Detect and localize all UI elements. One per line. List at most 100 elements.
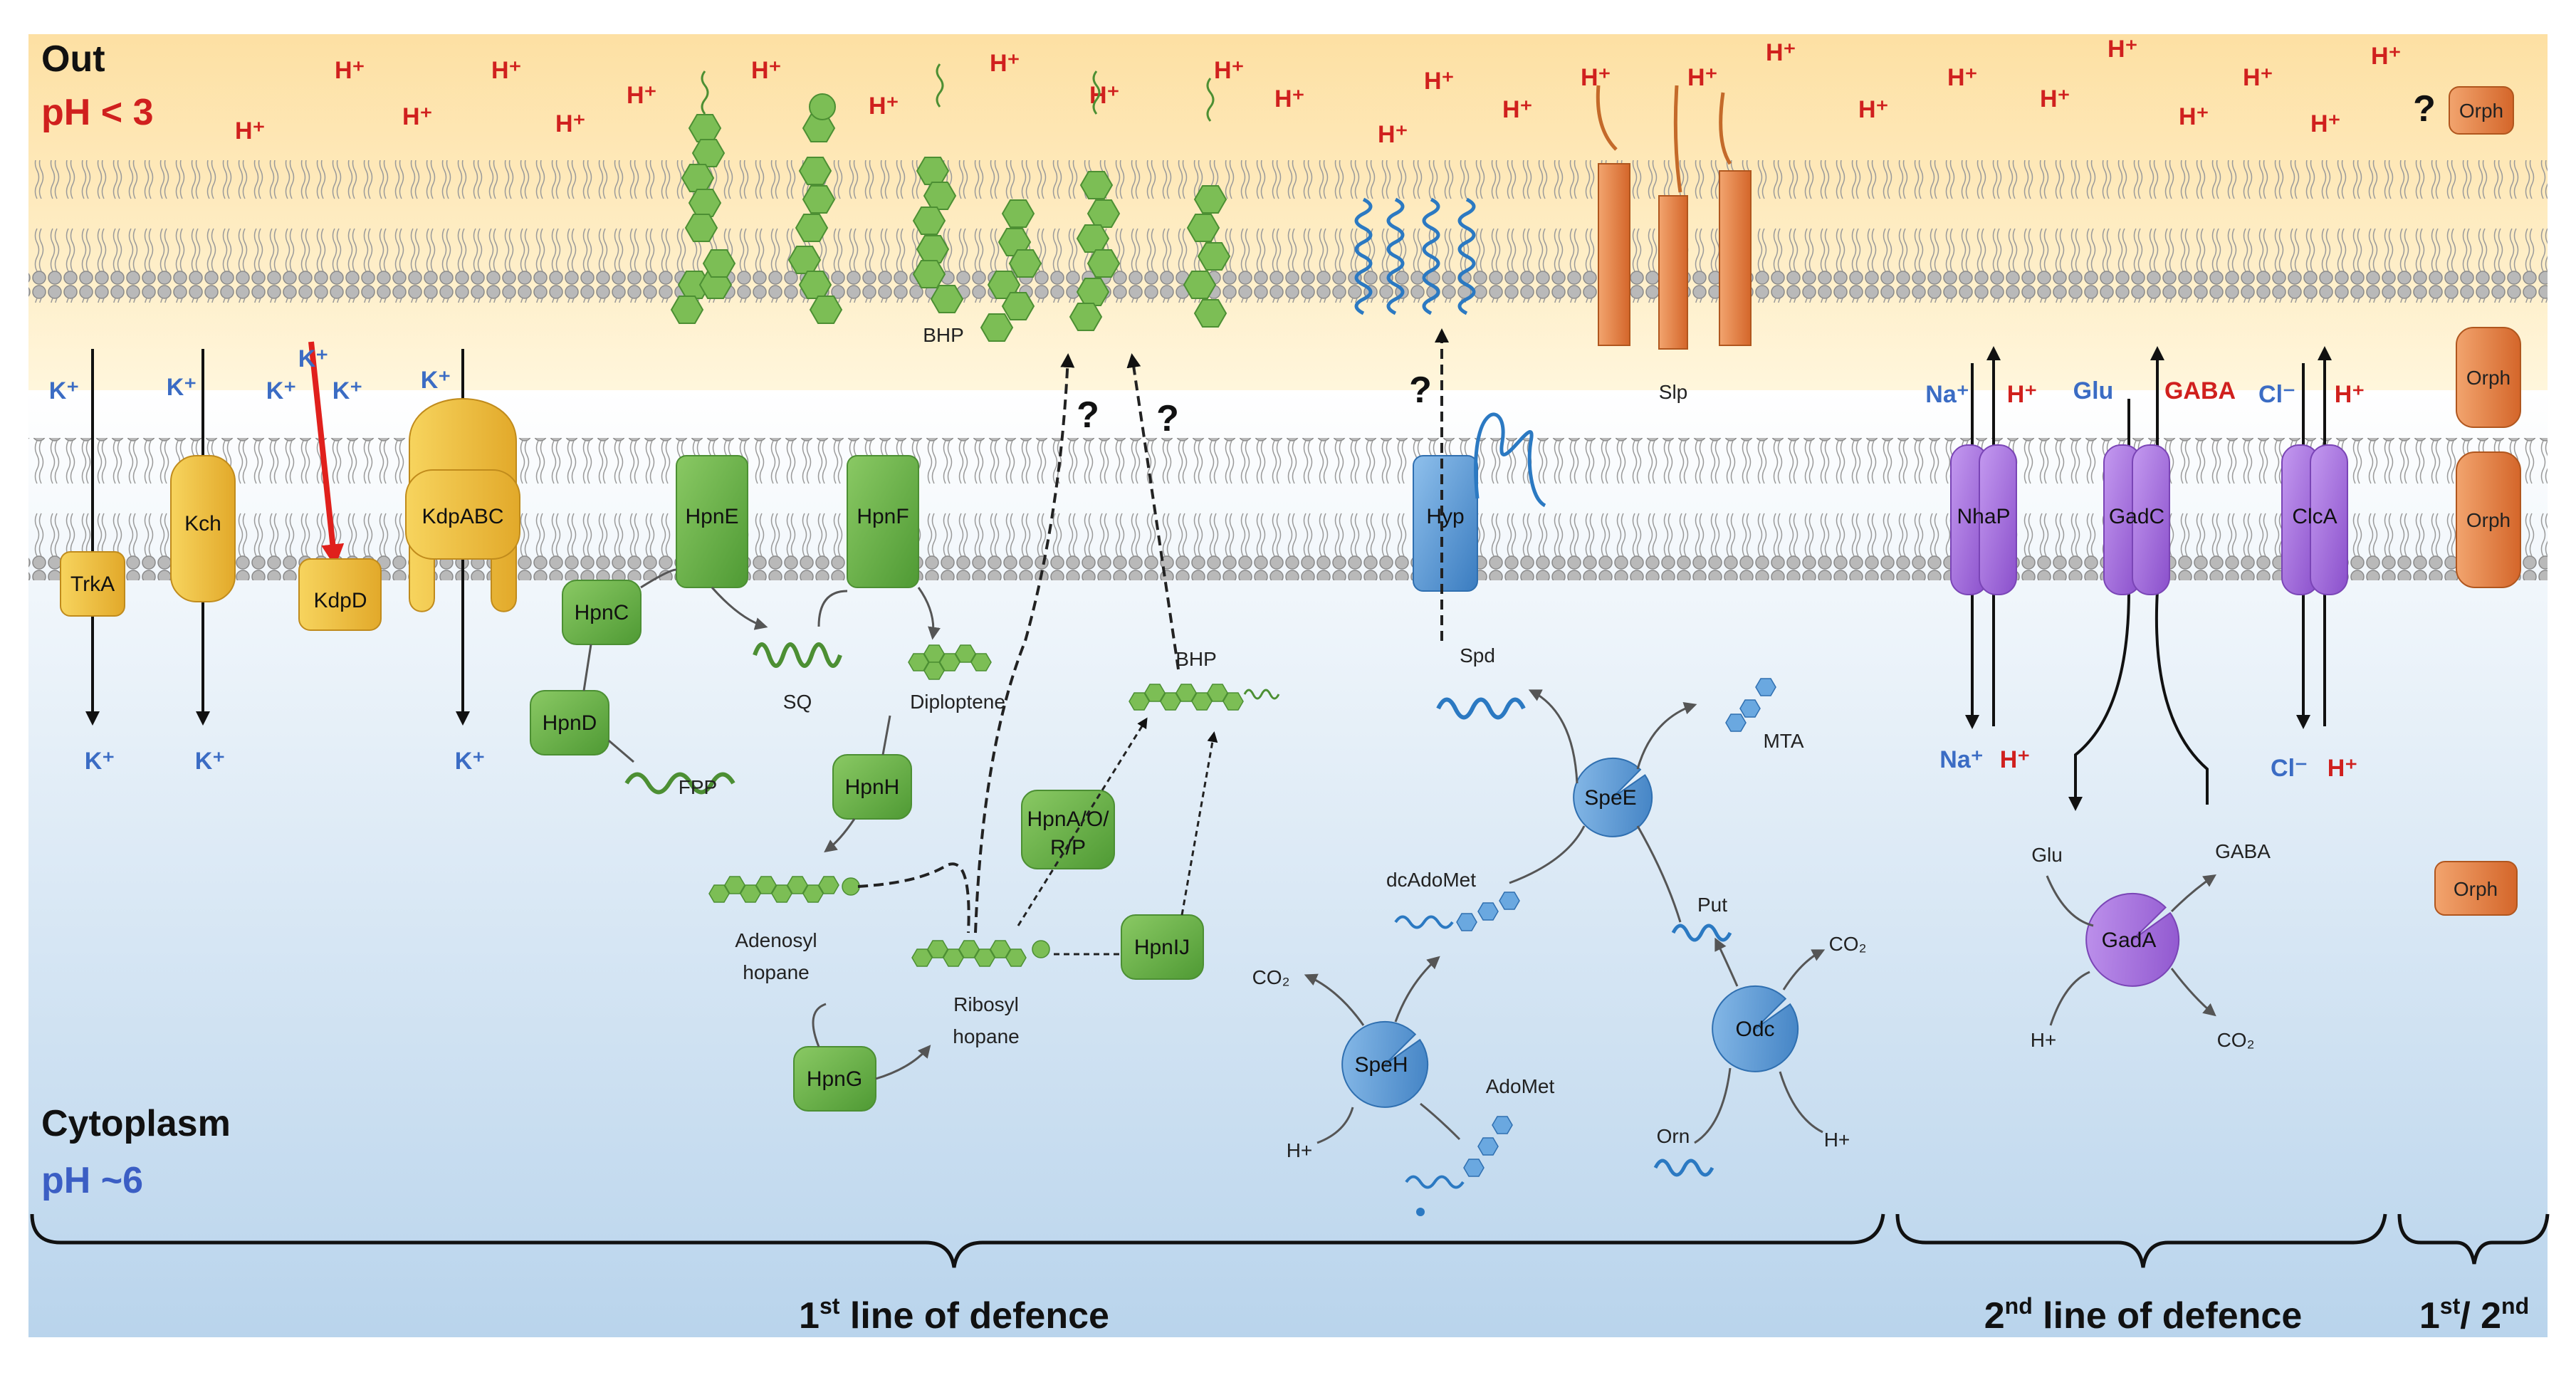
- proton-outside: H⁺: [402, 103, 433, 130]
- kdpd-label: KdpD: [313, 589, 367, 612]
- bhp-outer-membrane: [671, 63, 1230, 342]
- speh-label: SpeH: [1354, 1053, 1408, 1077]
- proton-outside: H⁺: [2108, 36, 2138, 63]
- proton-outside: H⁺: [1766, 39, 1796, 66]
- proton-outside: H⁺: [990, 50, 1020, 77]
- h-ion-nhap-top: H⁺: [2007, 381, 2038, 408]
- hpnc-protein: [562, 580, 642, 645]
- diploptene-label: Diploptene: [910, 691, 1005, 713]
- adomet-molecule: [1405, 1116, 1513, 1216]
- hpnh-protein: [832, 754, 912, 820]
- k-ion-kdpabc-bottom: K⁺: [455, 748, 486, 775]
- h-ion-nhap-bottom: H⁺: [2000, 746, 2031, 773]
- proton-outside: H⁺: [1214, 57, 1245, 84]
- hpng-label: HpnG: [807, 1067, 862, 1091]
- odc-enzyme: [1712, 985, 1799, 1072]
- orph-cytoplasm: [2434, 861, 2518, 916]
- out-title: Out: [41, 38, 105, 80]
- proton-outside: H⁺: [555, 110, 586, 137]
- dcadomet-molecule: [1394, 892, 1520, 931]
- hyp-protein: [1413, 455, 1478, 592]
- trka-protein: [60, 551, 125, 617]
- put-label: Put: [1697, 894, 1727, 916]
- gadc-label: GadC: [2109, 505, 2164, 528]
- out-ph: pH < 3: [41, 92, 154, 133]
- both-lines-defence-label: 1st/ 2nd: [2419, 1293, 2529, 1337]
- sq-molecule: [753, 642, 842, 668]
- unknown-mark-bhp-2: ?: [1156, 398, 1179, 439]
- defence-braces: [30, 1213, 2550, 1268]
- odc-hplus-label: H+: [1824, 1129, 1850, 1151]
- potassium-transport: TrkA K⁺ K⁺ Kch K⁺ K⁺ KdpD K⁺ K⁺ K⁺ KdpAB…: [49, 341, 520, 775]
- hpnf-label: HpnF: [857, 505, 909, 528]
- orph-outside: [2449, 86, 2514, 135]
- k-ion-kdpd-top: K⁺: [298, 345, 329, 372]
- hpnc-label: HpnC: [575, 601, 629, 624]
- k-ion-kdpd-right: K⁺: [333, 377, 363, 404]
- speh-co2-label: CO₂: [1252, 966, 1290, 988]
- orph-cytoplasm-label: Orph: [2454, 878, 2498, 900]
- proton-outside: H⁺: [235, 117, 266, 145]
- hpnf-protein: [847, 455, 919, 588]
- hyp-label: Hyp: [1426, 505, 1464, 528]
- k-ion-trka-top: K⁺: [49, 377, 80, 404]
- orph-membrane: [2456, 451, 2521, 588]
- trka-label: TrkA: [70, 573, 115, 596]
- hpnaorp-label-2: R/P: [1050, 836, 1086, 859]
- outer-membrane: [28, 160, 2548, 303]
- slp-label: Slp: [1659, 381, 1687, 403]
- gada-co2-label: CO₂: [2217, 1029, 2255, 1051]
- orph-outside-label: Orph: [2459, 100, 2503, 122]
- ribosyl-hopane-molecule: [911, 940, 1050, 967]
- gaba-ion-top: GABA: [2164, 377, 2236, 404]
- speh-enzyme: [1341, 1020, 1429, 1108]
- proton-outside: H⁺: [491, 57, 522, 84]
- cl-ion-top: Cl⁻: [2258, 381, 2295, 408]
- antiporters: NhaP Na⁺ H⁺ Na⁺ H⁺ GadC Glu GABA ClcA Cl…: [1925, 346, 2365, 1051]
- proton-outside: H⁺: [1274, 85, 1305, 113]
- cytoplasm-ph: pH ~6: [41, 1160, 143, 1201]
- k-ion-kch-top: K⁺: [167, 374, 197, 401]
- bhp-cytoplasm-label: BHP: [1176, 648, 1217, 670]
- proton-outside: H⁺: [2371, 43, 2402, 70]
- kdpd-protein: [298, 558, 382, 631]
- odc-label: Odc: [1735, 1018, 1774, 1041]
- spd-molecule: [1436, 697, 1526, 720]
- proton-outside: H⁺: [2040, 85, 2070, 113]
- hopanoid-pathway: BHP HpnE HpnF HpnC HpnD FPP SQ Diplopten…: [530, 63, 1280, 1112]
- proton-outside: H⁺: [1687, 64, 1718, 91]
- proton-outside: H⁺: [627, 82, 657, 109]
- h-ion-clca-top: H⁺: [2335, 381, 2365, 408]
- k-ion-kch-bottom: K⁺: [195, 748, 226, 775]
- orph-proteins: ? Orph Orph Orph Orph: [2413, 86, 2521, 916]
- unknown-mark-hyp: ?: [1409, 370, 1432, 411]
- h-ion-clca-bottom: H⁺: [2328, 755, 2358, 782]
- proton-outside: H⁺: [2243, 64, 2273, 91]
- proton-outside: H⁺: [1858, 96, 1889, 123]
- k-ion-trka-bottom: K⁺: [85, 748, 115, 775]
- cytoplasm-title: Cytoplasm: [41, 1103, 231, 1144]
- gada-glu-label: Glu: [2031, 844, 2063, 866]
- gada-hplus-label: H+: [2031, 1029, 2057, 1051]
- glu-ion-top: Glu: [2073, 377, 2114, 404]
- kdpabc-label: KdpABC: [422, 505, 503, 528]
- proton-outside: H⁺: [751, 57, 782, 84]
- orph-periplasm-label: Orph: [2466, 367, 2510, 389]
- proton-outside: H⁺: [1502, 96, 1533, 123]
- proton-outside: H⁺: [869, 93, 899, 120]
- kch-label: Kch: [184, 512, 221, 535]
- gada-gaba-label: GABA: [2215, 840, 2271, 862]
- fpp-molecule: [624, 772, 735, 795]
- na-ion-bottom: Na⁺: [1939, 746, 1983, 773]
- spd-label: Spd: [1460, 644, 1495, 666]
- bhp-cytoplasm-molecule: [1129, 684, 1280, 711]
- nhap-label: NhaP: [1957, 505, 2010, 528]
- unknown-mark-orph: ?: [2413, 88, 2436, 130]
- hpnaorp-protein: [1021, 790, 1115, 869]
- first-line-defence-label: 1st line of defence: [799, 1293, 1109, 1337]
- proton-outside: H⁺: [2310, 110, 2341, 137]
- proton-outside: H⁺: [1378, 121, 1408, 148]
- proton-outside: H⁺: [1947, 64, 1978, 91]
- proton-outside: H⁺: [335, 57, 365, 84]
